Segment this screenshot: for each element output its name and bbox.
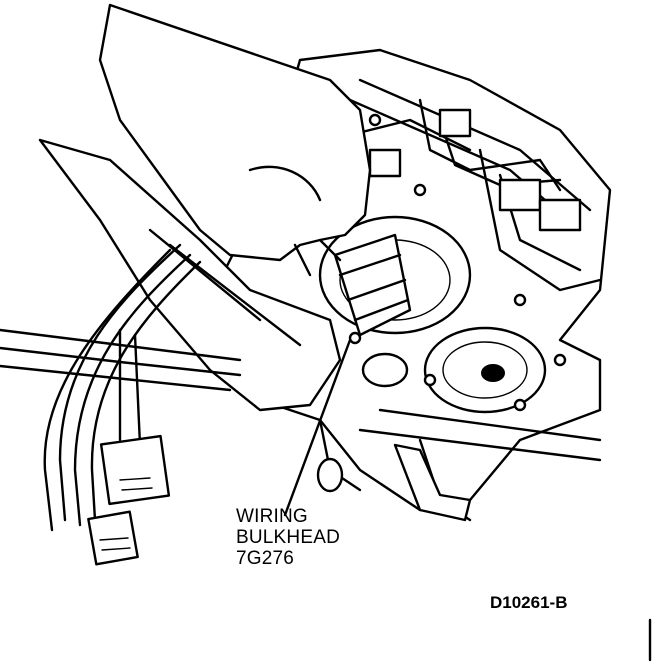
technician-hand	[98, 3, 372, 277]
callout-line-2: BULKHEAD	[236, 527, 341, 548]
wiring-bulkhead-connector	[333, 233, 412, 337]
callout-leader-line	[283, 338, 352, 517]
callout-line-1: WIRING	[236, 506, 308, 527]
callout-label: WIRING BULKHEAD 7G276	[236, 506, 340, 569]
figure-id: D10261-B	[490, 593, 568, 612]
callout-line-3: 7G276	[236, 548, 295, 569]
wiring-harness	[0, 138, 342, 566]
